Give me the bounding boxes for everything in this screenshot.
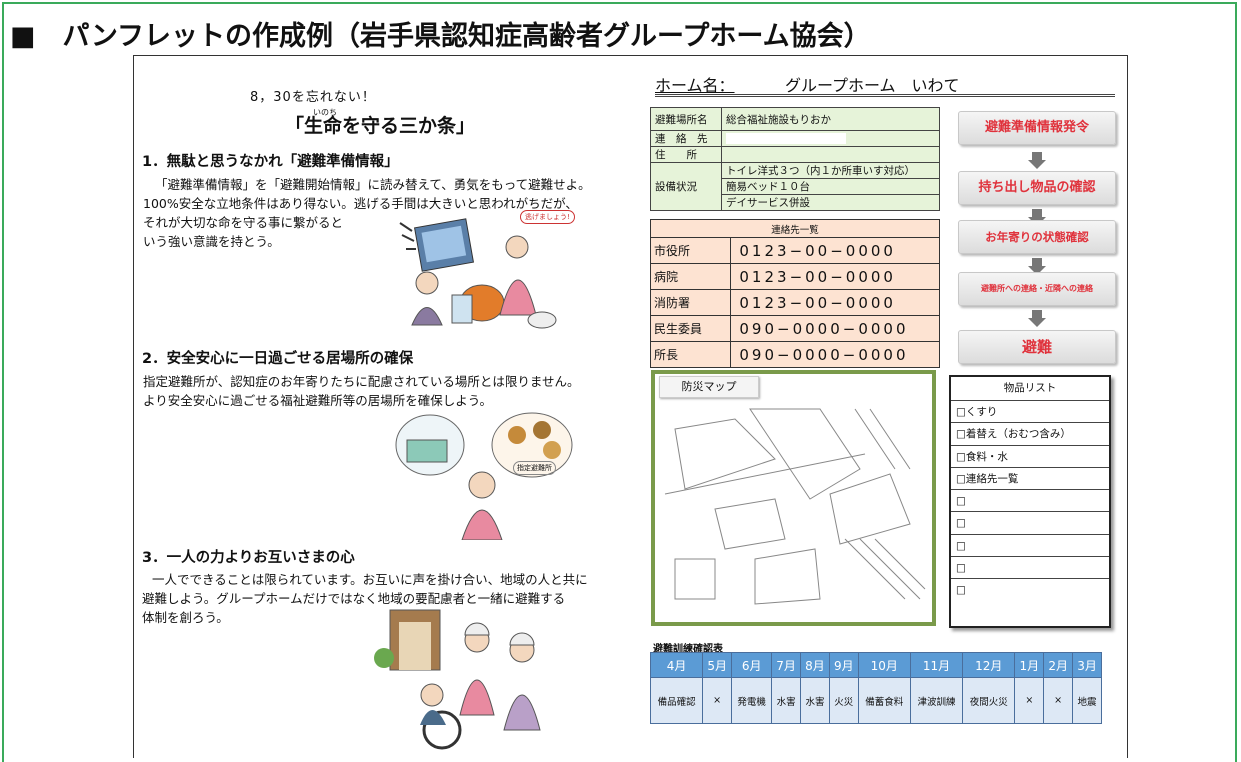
- contact-phone: 0123−00−0000: [730, 289, 940, 316]
- section-2-heading: 2．安全安心に一日過ごせる居場所の確保: [142, 351, 414, 367]
- page-heading: ■ パンフレットの作成例（岩手県認知症高齢者グループホーム協会）: [10, 21, 871, 52]
- contact-phone: 090−0000−0000: [730, 315, 940, 342]
- section-2-line: より安全安心に過ごせる福祉避難所等の居場所を確保しよう。: [143, 393, 493, 408]
- drill-event: 備蓄食料: [857, 677, 911, 724]
- helping-illustration: [374, 609, 541, 750]
- section-1-line: それが大切な命を守る事に繋がると: [143, 215, 344, 230]
- drill-month: 12月: [962, 652, 1016, 678]
- section-1-line: いう強い意識を持とう。: [143, 234, 280, 249]
- shelter-value: 総合福祉施設もりおか: [721, 107, 940, 131]
- contact-name: 消防署: [649, 289, 732, 316]
- pamphlet-title: 「生命を守る三か条」: [285, 115, 476, 137]
- contact-phone: 090−0000−0000: [730, 341, 940, 368]
- facility-item: トイレ洋式３つ（内１か所車いす対応）: [721, 162, 940, 179]
- drill-month: 5月: [702, 652, 733, 678]
- section-3-line: 一人でできることは限られています。お互いに声を掛け合い、地域の人と共に: [152, 572, 588, 587]
- drill-month: 1月: [1014, 652, 1045, 678]
- section-1-heading: 1．無駄と思うなかれ「避難準備情報」: [142, 154, 399, 170]
- slogan: 8，30を忘れない！: [250, 90, 376, 105]
- drill-event: 津波訓練: [909, 677, 964, 724]
- checklist-item: □連絡先一覧: [951, 468, 1109, 491]
- drill-event: 夜間火災: [962, 677, 1016, 724]
- section-3-body: 一人でできることは限られています。お互いに声を掛け合い、地域の人と共に 避難しよ…: [142, 570, 588, 627]
- flow-step-3: お年寄りの状態確認: [958, 220, 1116, 254]
- section-2-body: 指定避難所が、認知症のお年寄りたちに配慮されている場所とは限りません。 より安全…: [143, 372, 580, 410]
- shelter-info-table: 避難場所名総合福祉施設もりおか 連 絡 先 住 所 設備状況トイレ洋式３つ（内１…: [650, 107, 940, 211]
- checklist-item: □くすり: [951, 401, 1109, 424]
- facility-item: 簡易ベッド１０台: [721, 178, 940, 195]
- contact-name: 病院: [649, 263, 732, 290]
- drill-event: ×: [1014, 677, 1045, 724]
- drill-month: 3月: [1072, 652, 1102, 678]
- section-3-line: 避難しよう。グループホームだけではなく地域の要配慮者と一緒に避難する: [142, 591, 566, 606]
- address-value: [721, 146, 940, 163]
- address-label: 住 所: [650, 146, 722, 163]
- drill-month: 6月: [731, 652, 773, 678]
- shelter-label: 避難場所名: [650, 107, 722, 131]
- checklist-item: □: [951, 490, 1109, 513]
- title-ruby: いのち: [313, 108, 337, 117]
- facility-label: 設備状況: [650, 162, 722, 211]
- drill-event: ×: [1043, 677, 1074, 724]
- evacuation-illustration: [399, 218, 557, 329]
- flow-step-1: 避難準備情報発令: [958, 111, 1116, 145]
- checklist-item: □: [951, 557, 1109, 580]
- drill-event: 発電機: [731, 677, 773, 724]
- facility-item: デイサービス併設: [721, 194, 940, 211]
- contact-phone: 0123−00−0000: [730, 263, 940, 290]
- drill-title: 避難訓練確認表: [653, 644, 723, 655]
- home-name-label: ホーム名：: [655, 76, 735, 95]
- home-name-line: ホーム名： グループホーム いわて: [655, 72, 1115, 97]
- items-checklist: 物品リスト □くすり □着替え（おむつ含み） □食料・水 □連絡先一覧 □ □ …: [949, 375, 1111, 628]
- contact-list-header: 連絡先一覧: [650, 219, 940, 238]
- checklist-item: □: [951, 535, 1109, 558]
- drill-event: 水害: [800, 677, 830, 724]
- checklist-item: □: [951, 512, 1109, 535]
- speech-bubble: 逃げましょう!: [520, 210, 575, 224]
- drill-event: 備品確認: [649, 677, 704, 724]
- drill-event: 水害: [771, 677, 802, 724]
- flow-arrow: [1028, 258, 1046, 275]
- section-1-line: 100%安全な立地条件はあり得ない。逃げる手間は大きいと思われがちだが、: [143, 196, 578, 211]
- drill-month: 9月: [828, 652, 859, 678]
- section-1-body: 「避難準備情報」を「避難開始情報」に読み替えて、勇気をもって避難せよ。 100%…: [143, 175, 591, 251]
- section-3-line: 体制を創ろう。: [142, 610, 229, 625]
- flow-step-2: 持ち出し物品の確認: [958, 171, 1116, 205]
- checklist-item: □着替え（おむつ含み）: [951, 423, 1109, 446]
- contact-name: 市役所: [649, 237, 732, 264]
- disaster-map: 防災マップ: [651, 370, 936, 626]
- drill-event: 火災: [828, 677, 859, 724]
- contact-name: 所長: [649, 341, 732, 368]
- contact-label: 連 絡 先: [650, 130, 722, 147]
- home-name-value: グループホーム いわて: [785, 76, 960, 95]
- drill-month: 11月: [909, 652, 964, 678]
- flow-step-5: 避難: [958, 330, 1116, 364]
- drill-event: ×: [702, 677, 733, 724]
- shelter-illustration: [395, 412, 573, 540]
- section-1-line: 「避難準備情報」を「避難開始情報」に読み替えて、勇気をもって避難せよ。: [155, 177, 591, 192]
- flow-arrow: [1028, 152, 1046, 169]
- items-title: 物品リスト: [951, 377, 1109, 401]
- drill-month: 8月: [800, 652, 830, 678]
- contact-value: [721, 130, 940, 147]
- contact-phone: 0123−00−0000: [730, 237, 940, 264]
- section-2-line: 指定避難所が、認知症のお年寄りたちに配慮されている場所とは限りません。: [143, 374, 580, 389]
- section-3-heading: 3．一人の力よりお互いさまの心: [142, 550, 355, 566]
- checklist-item: □: [956, 584, 966, 597]
- map-sketch: [664, 408, 926, 605]
- map-tab: 防災マップ: [659, 376, 759, 398]
- drill-month: 2月: [1043, 652, 1074, 678]
- drill-event: 地震: [1072, 677, 1102, 724]
- contact-name: 民生委員: [649, 315, 732, 342]
- flow-arrow: [1028, 310, 1046, 327]
- drill-month: 10月: [857, 652, 911, 678]
- drill-month: 7月: [771, 652, 802, 678]
- checklist-item: □食料・水: [951, 446, 1109, 468]
- flow-step-4: 避難所への連絡・近隣への連絡: [958, 272, 1116, 306]
- drill-month: 4月: [649, 652, 704, 678]
- shelter-bubble: 指定避難所: [513, 461, 556, 475]
